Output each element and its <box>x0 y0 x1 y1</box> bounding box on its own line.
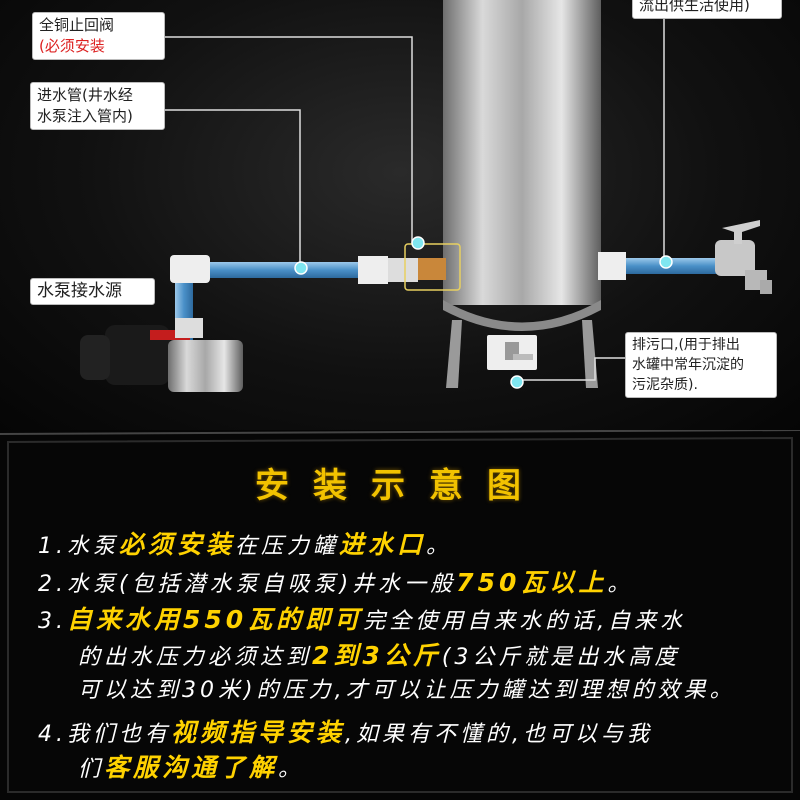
check-valve-text: 全铜止回阀 <box>39 16 115 34</box>
outlet-label-text: 流出供生活使用) <box>639 0 750 14</box>
instruction-1-highlight2: 进水口 <box>339 530 427 559</box>
instruction-3-cont1: 的出水压力必须达到2到3公斤(3公斤就是出水高度 <box>78 636 790 672</box>
instruction-4-highlight: 视频指导安装 <box>171 718 346 747</box>
inlet-pipe <box>170 243 461 340</box>
outlet-label: 流出供生活使用) <box>632 0 782 19</box>
instruction-2-highlight: 750瓦以上 <box>456 568 608 597</box>
instruction-1-text2: 在压力罐 <box>235 534 340 559</box>
instruction-3: 3.自来水用550瓦的即可完全使用自来水的话,自来水 <box>38 600 790 636</box>
instruction-1-text: 1.水泵 <box>38 534 119 559</box>
drain-label-line2: 水罐中常年沉淀的 <box>632 357 744 373</box>
instruction-1-end: 。 <box>426 534 453 559</box>
instruction-4-text3: 们 <box>78 757 105 782</box>
instruction-3-num: 3. <box>38 609 67 634</box>
installation-diagram: 全铜止回阀 (必须安装 进水管(井水经 水泵注入管内) 水泵接水源 流出供生活使… <box>0 0 800 430</box>
instruction-3-text4: 可以达到30米)的压力,才可以让压力罐达到理想的效果。 <box>78 678 736 703</box>
inlet-label-line1: 进水管(井水经 <box>37 86 133 104</box>
pump-source-label: 水泵接水源 <box>30 278 155 305</box>
inlet-pipe-label: 进水管(井水经 水泵注入管内) <box>30 82 165 130</box>
instruction-4-highlight2: 客服沟通了解 <box>104 753 279 782</box>
instruction-2-text: 2.水泵(包括潜水泵自吸泵)井水一般 <box>38 572 457 597</box>
pump-source-text: 水泵接水源 <box>37 281 122 301</box>
instruction-4: 4.我们也有视频指导安装,如果有不懂的,也可以与我 <box>38 713 790 749</box>
outlet-pipe <box>598 220 772 294</box>
check-valve-note: (必须安装 <box>39 37 105 55</box>
instruction-2-end: 。 <box>607 572 634 597</box>
callout-lines <box>165 0 665 381</box>
instruction-3-highlight: 自来水用550瓦的即可 <box>67 605 364 634</box>
drain-valve <box>487 335 537 370</box>
instruction-2: 2.水泵(包括潜水泵自吸泵)井水一般750瓦以上。 <box>38 563 790 599</box>
check-valve-label: 全铜止回阀 (必须安装 <box>32 12 165 60</box>
instruction-4-text: 4.我们也有 <box>38 722 171 747</box>
drain-label-line3: 污泥杂质). <box>632 377 698 393</box>
instruction-3-cont2: 可以达到30米)的压力,才可以让压力罐达到理想的效果。 <box>78 672 790 704</box>
instruction-4-text2: ,如果有不懂的,也可以与我 <box>345 722 654 747</box>
pressure-tank <box>443 0 601 388</box>
instruction-3-highlight2: 2到3公斤 <box>312 641 442 670</box>
instruction-1-highlight: 必须安装 <box>119 530 236 559</box>
instruction-3-text: 完全使用自来水的话,自来水 <box>363 609 687 634</box>
drain-label-line1: 排污口,(用于排出 <box>632 337 740 353</box>
callout-markers <box>294 236 673 389</box>
panel-frame <box>0 430 800 793</box>
panel-title: 安装示意图 <box>255 466 545 506</box>
drain-label: 排污口,(用于排出 水罐中常年沉淀的 污泥杂质). <box>625 332 777 398</box>
instructions-panel: 安装示意图 1.水泵必须安装在压力罐进水口。 2.水泵(包括潜水泵自吸泵)井水一… <box>0 430 800 800</box>
instruction-3-text3: (3公斤就是出水高度 <box>441 645 681 670</box>
inlet-label-line2: 水泵注入管内) <box>37 107 133 125</box>
instruction-3-text2: 的出水压力必须达到 <box>78 645 313 670</box>
instruction-4-cont: 们客服沟通了解。 <box>78 748 790 784</box>
instruction-4-end: 。 <box>278 757 305 782</box>
instruction-1: 1.水泵必须安装在压力罐进水口。 <box>38 525 790 561</box>
water-pump <box>80 318 243 392</box>
